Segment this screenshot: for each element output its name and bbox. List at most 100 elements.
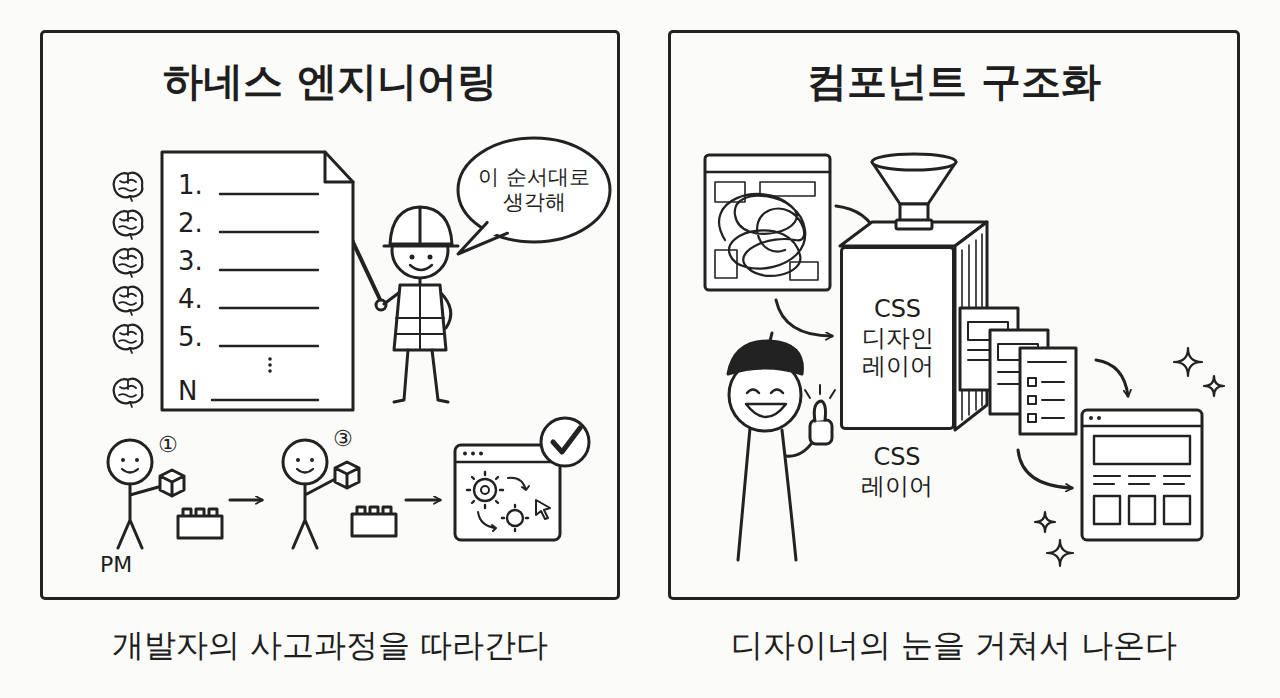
thumb bbox=[814, 401, 825, 421]
beret bbox=[728, 341, 802, 374]
safety-vest bbox=[394, 285, 446, 350]
text-rows bbox=[1094, 476, 1190, 484]
app-window bbox=[455, 445, 560, 540]
panel-frame: 컴포넌트 구조화CSS 디자인 레이어CSS 레이어 bbox=[668, 30, 1240, 600]
person-eye bbox=[296, 458, 300, 462]
person-eye bbox=[310, 458, 314, 462]
brain-icon bbox=[114, 379, 143, 407]
motion-lines bbox=[805, 385, 835, 398]
scribble bbox=[719, 194, 805, 276]
window-dot bbox=[471, 452, 475, 456]
person-head bbox=[283, 440, 327, 484]
caption-text: 디자이너의 눈을 거쳐서 나온다 bbox=[668, 626, 1240, 664]
output-arrow bbox=[1018, 450, 1072, 488]
window-dot bbox=[1089, 416, 1093, 420]
check-mark bbox=[553, 428, 580, 452]
ellipsis-dot bbox=[268, 357, 272, 361]
panel-title: 컴포넌트 구조화 bbox=[671, 57, 1237, 105]
header-block bbox=[1094, 436, 1190, 464]
caption-text: 개발자의 사고과정을 따라간다 bbox=[40, 626, 620, 664]
card-block bbox=[1094, 496, 1120, 524]
lego-block bbox=[178, 509, 222, 538]
input-arrow bbox=[776, 300, 832, 336]
speech-bubble: 이 순서대로 생각해 bbox=[456, 136, 612, 244]
list-line bbox=[220, 307, 318, 309]
pointer-stick bbox=[352, 240, 384, 308]
window-bar bbox=[1082, 425, 1202, 427]
artist-arm bbox=[786, 440, 814, 456]
text-holder: N bbox=[178, 376, 238, 407]
callout-number: ① bbox=[158, 432, 192, 458]
list-number: 2. bbox=[178, 208, 238, 239]
list-line bbox=[220, 345, 318, 347]
label-holder: 개발자의 사고과정을 따라간다 bbox=[40, 626, 620, 664]
text-holder: 하네스 엔지니어링 bbox=[43, 57, 617, 105]
panel-frame: 하네스 엔지니어링 1. 2. 3. 4. 5. N 이 순서대로 생각해 bbox=[40, 30, 620, 600]
gear bbox=[474, 479, 496, 501]
funnel-rim bbox=[872, 154, 956, 170]
list-number: 1. bbox=[178, 170, 238, 201]
document-fold bbox=[325, 152, 353, 182]
text-holder: 이 순서대로 생각해 bbox=[470, 165, 598, 215]
window-bar bbox=[705, 171, 830, 173]
person-eye bbox=[121, 458, 125, 462]
person-body bbox=[293, 478, 337, 548]
gear-hub bbox=[481, 486, 489, 494]
list-line bbox=[212, 399, 318, 401]
brain-icon bbox=[114, 173, 143, 201]
flow-arrow bbox=[406, 499, 440, 502]
window-dot bbox=[1097, 416, 1101, 420]
artist-smile bbox=[746, 404, 786, 417]
list-number: 5. bbox=[178, 322, 238, 353]
list-number: 3. bbox=[178, 246, 238, 277]
role-label: PM bbox=[100, 552, 160, 578]
brain-icon bbox=[114, 287, 143, 315]
document-outline bbox=[162, 152, 353, 410]
clean-window bbox=[1082, 410, 1202, 540]
artist-eyes bbox=[747, 390, 783, 394]
person-smile bbox=[122, 469, 138, 473]
worker-legs bbox=[394, 350, 448, 402]
worker-eye bbox=[410, 255, 415, 260]
sparkle bbox=[1204, 376, 1224, 396]
label-holder: 디자이너의 눈을 거쳐서 나온다 bbox=[668, 626, 1240, 664]
bubble-tail bbox=[458, 222, 507, 254]
card-block bbox=[1129, 496, 1155, 524]
text-holder: CSS 디자인 레이어 bbox=[848, 295, 947, 381]
sparkle bbox=[1174, 348, 1202, 376]
brain-icon bbox=[114, 325, 143, 353]
list-number: N bbox=[178, 376, 238, 407]
brain-icon bbox=[114, 211, 143, 239]
mouse-cursor bbox=[536, 500, 550, 519]
sparkle bbox=[1047, 540, 1073, 566]
vest-stripes bbox=[395, 285, 445, 350]
person-eye bbox=[135, 458, 139, 462]
ellipsis-dot bbox=[268, 369, 272, 373]
messy-blocks bbox=[715, 182, 818, 280]
brain-icon bbox=[114, 249, 143, 277]
bubble-tail-fill bbox=[458, 218, 507, 254]
outline bbox=[162, 152, 353, 410]
text-holder: 2. bbox=[178, 208, 238, 239]
cycle-arrow bbox=[508, 478, 529, 490]
text-holder: 컴포넌트 구조화 bbox=[671, 57, 1237, 105]
list-line bbox=[220, 269, 318, 271]
label-holder: PM bbox=[100, 552, 160, 578]
window-dot bbox=[479, 452, 483, 456]
beret-stem bbox=[770, 333, 772, 341]
label-holder: ③ bbox=[333, 426, 367, 452]
outline bbox=[458, 138, 610, 254]
person-head bbox=[108, 440, 152, 484]
sheet-lines bbox=[1028, 362, 1066, 422]
text-holder: 3. bbox=[178, 246, 238, 277]
flow-arrow bbox=[230, 499, 262, 502]
funnel-ring bbox=[896, 220, 932, 229]
block-cube bbox=[160, 470, 184, 496]
worker-smile bbox=[410, 265, 432, 270]
list-number: 4. bbox=[178, 284, 238, 315]
output-arrow bbox=[1096, 360, 1128, 396]
person-body bbox=[118, 484, 162, 548]
gear-teeth bbox=[467, 472, 503, 508]
check-circle bbox=[541, 418, 589, 466]
